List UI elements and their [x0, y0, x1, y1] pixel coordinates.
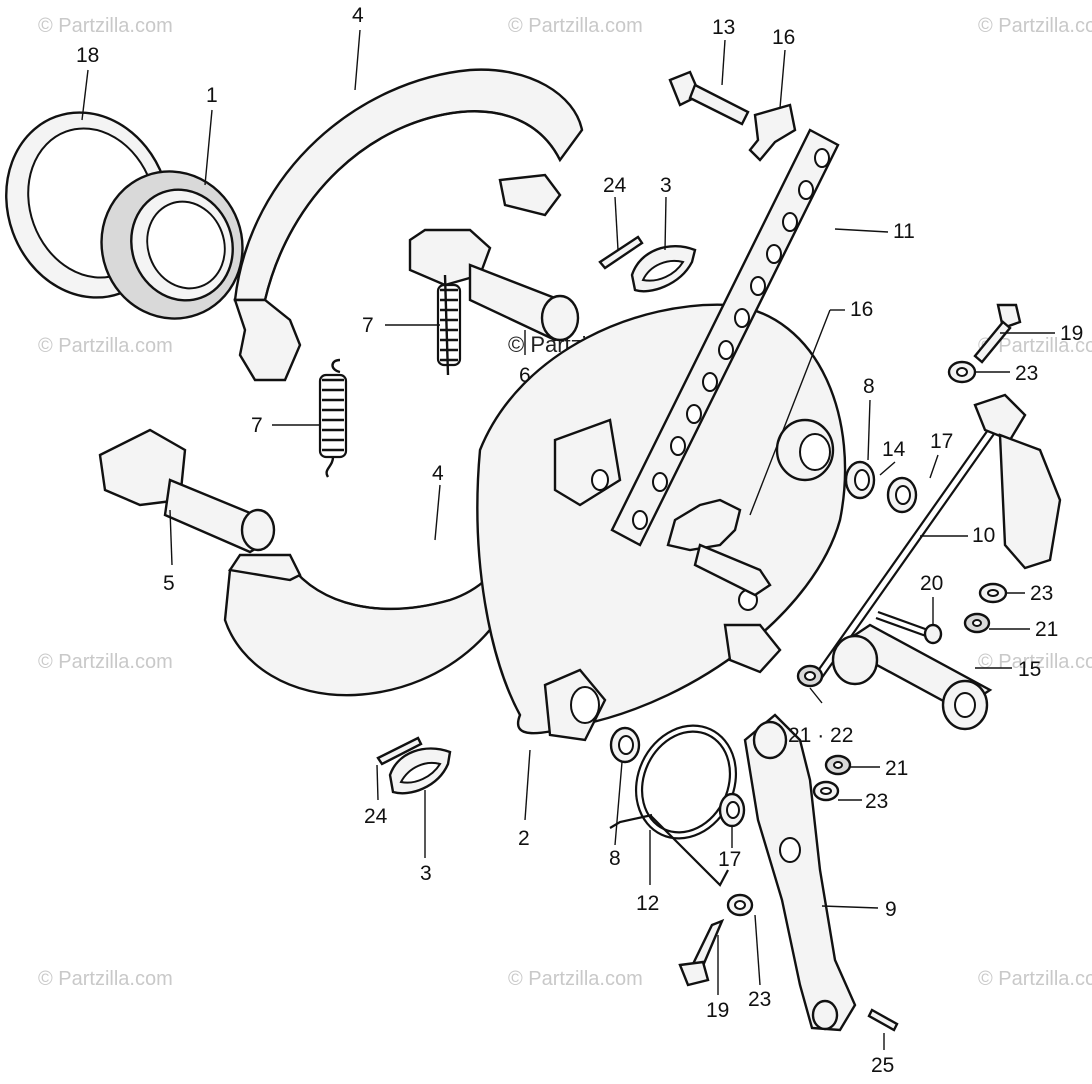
label-17-lower: 17	[718, 848, 741, 871]
part-25-pin	[867, 1008, 899, 1032]
part-5-pivot-pin	[98, 428, 276, 554]
watermark: © Partzilla.com	[38, 651, 173, 673]
part-7-spring-lower	[318, 358, 348, 478]
label-23-mid: 23	[1030, 582, 1053, 605]
label-6: 6	[519, 364, 531, 387]
watermark: © Partzilla.com	[978, 968, 1092, 990]
label-23-upper: 23	[1015, 362, 1038, 385]
label-18: 18	[76, 44, 99, 67]
label-1: 1	[206, 84, 218, 107]
part-9-brake-arm	[743, 713, 857, 1032]
part-24-cotter-pin-lower	[376, 736, 423, 766]
label-9: 9	[885, 898, 897, 921]
watermark: © Partzilla.com	[508, 968, 643, 990]
label-20: 20	[920, 572, 943, 595]
part-20-screw	[875, 610, 943, 645]
label-14: 14	[882, 438, 906, 461]
label-7-upper: 7	[362, 314, 374, 337]
label-21-22: 21 · 22	[788, 724, 853, 747]
label-23-bottom: 23	[748, 988, 771, 1011]
part-21-nut-lower	[824, 754, 852, 776]
label-24-lower: 24	[364, 805, 388, 828]
part-21-nut-mid	[963, 612, 991, 634]
part-23-washer-lower	[812, 780, 840, 802]
part-21-22-nut	[796, 664, 824, 688]
part-11-stay-bar	[610, 128, 840, 547]
leader-lines	[81, 29, 1055, 1050]
label-13: 13	[712, 16, 735, 39]
part-23-washer-mid	[978, 582, 1008, 604]
stay-bar-holes	[632, 148, 830, 530]
watermark: © Partzilla.com	[978, 335, 1092, 357]
part-16-lock-plate-upper	[748, 103, 797, 162]
part-23-washer-bottom	[726, 893, 754, 917]
part-6-brake-cam	[408, 228, 580, 342]
part-13-bolt	[668, 70, 750, 126]
part-23-washer-upper	[947, 360, 977, 384]
watermark: © Partzilla.com	[978, 15, 1092, 37]
label-4-lower: 4	[432, 462, 444, 485]
part-19-bolt-lower	[678, 918, 725, 987]
label-3-upper: 3	[660, 174, 672, 197]
label-21-mid: 21	[1035, 618, 1058, 641]
part-4-upper-brake-shoe	[233, 68, 584, 382]
label-15: 15	[1018, 658, 1041, 681]
label-3-lower: 3	[420, 862, 432, 885]
label-19-lower: 19	[706, 999, 729, 1022]
label-10: 10	[972, 524, 995, 547]
callout-labels: 18 1 4 13 16 24 3 11 16 7 6 19 23 7 8 14…	[76, 4, 1083, 1077]
label-8-upper: 8	[863, 375, 875, 398]
label-4-upper: 4	[352, 4, 364, 27]
label-19-upper: 19	[1060, 322, 1083, 345]
watermark: © Partzilla.com	[38, 335, 173, 357]
label-21-lower: 21	[885, 757, 908, 780]
part-19-bolt-upper	[973, 303, 1022, 364]
part-17-washer-upper	[886, 476, 918, 514]
label-16-lower: 16	[850, 298, 873, 321]
part-8-washer-lower	[609, 726, 641, 764]
part-1-spline-ring	[100, 170, 244, 320]
part-3-washer-upper	[630, 245, 697, 293]
label-16-upper: 16	[772, 26, 795, 49]
part-2-backing-plate	[476, 303, 847, 742]
label-5: 5	[163, 572, 175, 595]
part-3-washer-lower	[388, 747, 452, 795]
label-24-upper: 24	[603, 174, 627, 197]
part-8-washer-upper	[844, 460, 876, 500]
label-23-lower: 23	[865, 790, 888, 813]
label-7-lower: 7	[251, 414, 263, 437]
part-24-cotter-pin-upper	[598, 235, 644, 270]
part-7-spring-upper	[436, 274, 462, 376]
label-2: 2	[518, 827, 530, 850]
watermark: © Partzilla.com	[38, 968, 173, 990]
label-12: 12	[636, 892, 659, 915]
part-15-adjuster	[831, 623, 993, 731]
watermark: © Partzilla.com	[38, 15, 173, 37]
watermark: © Partzilla.com	[508, 15, 643, 37]
label-8-lower: 8	[609, 847, 621, 870]
label-17-upper: 17	[930, 430, 953, 453]
part-16-lock-plate-lower	[666, 498, 772, 597]
label-11: 11	[893, 220, 915, 243]
part-17-washer-lower	[718, 792, 746, 828]
label-25: 25	[871, 1054, 894, 1077]
